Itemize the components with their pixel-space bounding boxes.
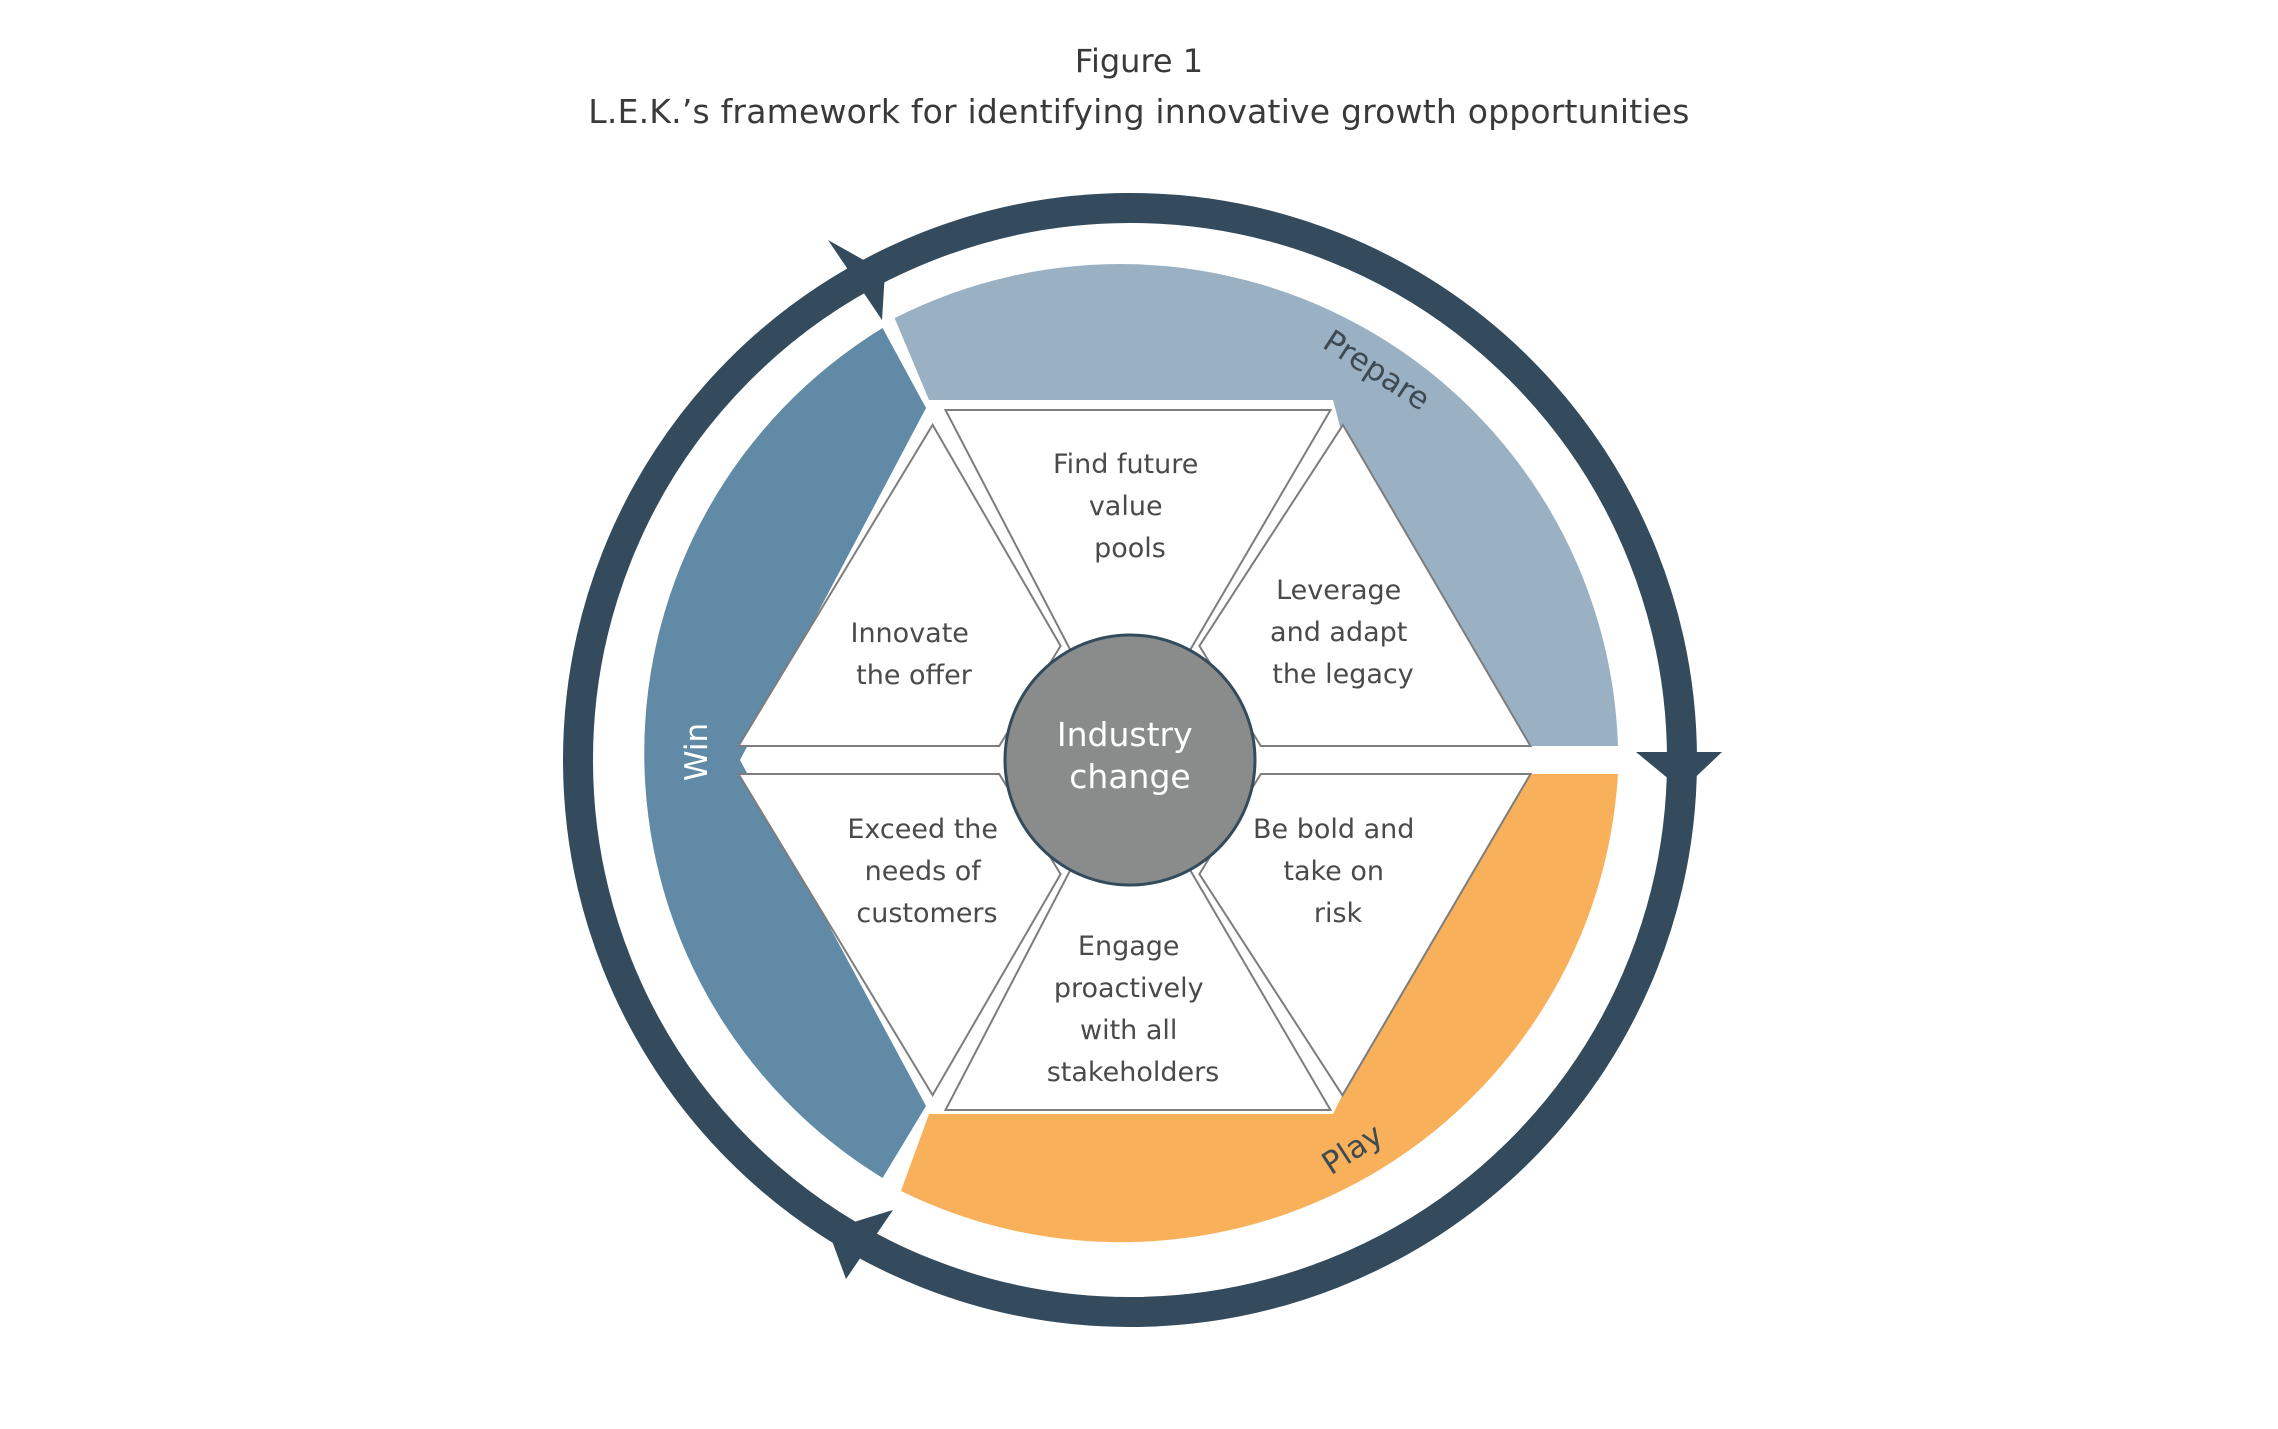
segment-label-innovate-the-offer: Innovate the offer <box>850 618 977 691</box>
segment-label-leverage-and-adapt-the-legacy: Leverage and adapt the legacy <box>1270 575 1416 690</box>
win-band <box>644 328 926 1178</box>
phase-label-win: Win <box>679 723 715 781</box>
cycle-arrow-top-icon <box>828 240 885 320</box>
center-label: Industry change <box>1057 715 1203 796</box>
figure-label: Figure 1 <box>1074 42 1204 80</box>
segment-label-line: risk <box>1314 898 1363 929</box>
center-label-line: change <box>1069 757 1190 796</box>
wedge-exceed-the-needs-of-customers <box>736 773 1062 1098</box>
segment-label-line: Leverage <box>1276 575 1401 606</box>
prepare-band <box>894 264 1618 746</box>
segment-label-line: pools <box>1094 533 1166 564</box>
hexagon-wedges <box>736 409 1533 1111</box>
segment-label-line: with all <box>1080 1015 1177 1046</box>
segment-label-line: needs of <box>865 856 983 887</box>
segment-label-line: take on <box>1283 856 1384 887</box>
segment-label-line: Find future <box>1053 449 1198 480</box>
segment-label-engage-proactively-with-all-stakeholders: Engage proactively with all stakeholders <box>1047 931 1220 1088</box>
center-label-line: Industry <box>1057 715 1193 754</box>
play-band <box>900 774 1618 1243</box>
segment-label-exceed-the-needs-of-customers: Exceed the needs of customers <box>847 814 1006 929</box>
wedge-leverage-and-adapt-the-legacy <box>1198 422 1533 747</box>
cycle-arrow-bottom-icon <box>828 1210 893 1279</box>
segment-label-line: Exceed the <box>847 814 998 845</box>
segment-label-line: Be bold and <box>1253 814 1414 845</box>
wedge-innovate-the-offer <box>736 422 1062 747</box>
segment-label-line: proactively <box>1054 973 1204 1004</box>
segment-label-line: stakeholders <box>1047 1057 1220 1088</box>
segment-label-line: Engage <box>1078 931 1180 962</box>
segment-label-be-bold-and-take-on-risk: Be bold and take on risk <box>1253 814 1423 929</box>
cycle-arrow-right-icon <box>1636 752 1722 790</box>
segment-label-line: the offer <box>856 660 973 691</box>
segment-label-line: Innovate <box>850 618 968 649</box>
figure-title: L.E.K.’s framework for identifying innov… <box>588 92 1690 131</box>
segment-label-line: and adapt <box>1270 617 1407 648</box>
segment-label-find-future-value-pools: Find future value pools <box>1053 449 1207 564</box>
segment-label-line: customers <box>856 898 997 929</box>
segment-label-line: value <box>1089 491 1163 522</box>
wedge-be-bold-and-take-on-risk <box>1198 773 1533 1098</box>
center-circle <box>1003 633 1257 887</box>
segment-label-line: the legacy <box>1272 659 1414 690</box>
